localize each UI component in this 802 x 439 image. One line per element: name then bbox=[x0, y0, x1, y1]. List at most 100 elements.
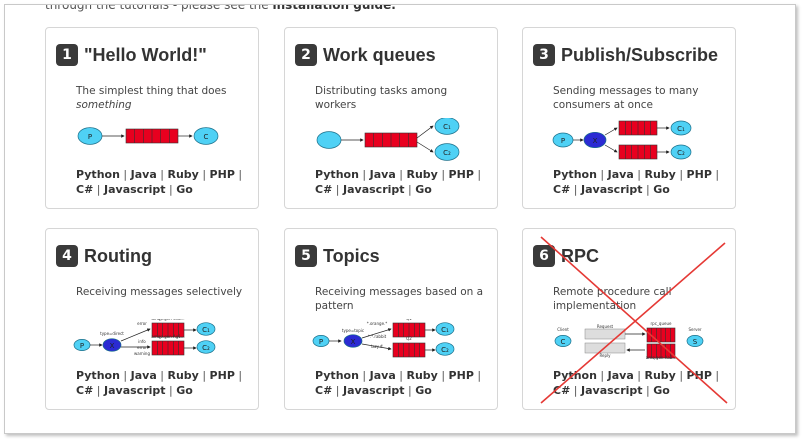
svg-text:amq.gen-Xa2...: amq.gen-Xa2... bbox=[646, 355, 677, 360]
installation-guide-link[interactable]: installation guide. bbox=[272, 4, 396, 12]
tutorial-diagram: PXtype=topic*.orange.**.*.rabbitlazy.#Q1… bbox=[311, 316, 471, 363]
svg-text:amqp.gen-S9b...: amqp.gen-S9b... bbox=[151, 319, 184, 321]
separator: | bbox=[335, 384, 340, 397]
lang-link-csharp[interactable]: C# bbox=[315, 183, 333, 196]
svg-text:type=topic: type=topic bbox=[342, 328, 364, 333]
lang-link-php[interactable]: PHP bbox=[448, 369, 474, 382]
separator: | bbox=[169, 384, 173, 397]
tutorial-title[interactable]: Routing bbox=[84, 245, 152, 266]
separator: | bbox=[238, 369, 243, 382]
lang-link-go[interactable]: Go bbox=[176, 384, 193, 397]
lang-link-ruby[interactable]: Ruby bbox=[406, 168, 438, 181]
lang-link-go[interactable]: Go bbox=[653, 384, 670, 397]
lang-link-javascript[interactable]: Javascript bbox=[343, 183, 405, 196]
lang-link-javascript[interactable]: Javascript bbox=[104, 384, 166, 397]
separator: | bbox=[715, 369, 720, 382]
lang-link-php[interactable]: PHP bbox=[209, 168, 235, 181]
lang-link-ruby[interactable]: Ruby bbox=[406, 369, 438, 382]
separator: | bbox=[441, 369, 446, 382]
lang-link-ruby[interactable]: Ruby bbox=[167, 168, 199, 181]
lang-link-python[interactable]: Python bbox=[76, 168, 120, 181]
tutorial-title[interactable]: Topics bbox=[323, 245, 380, 266]
lang-link-java[interactable]: Java bbox=[130, 168, 157, 181]
lang-link-csharp[interactable]: C# bbox=[553, 384, 571, 397]
svg-text:*.orange.*: *.orange.* bbox=[367, 321, 388, 326]
svg-text:P: P bbox=[88, 133, 92, 141]
lang-link-csharp[interactable]: C# bbox=[76, 183, 94, 196]
separator: | bbox=[202, 168, 207, 181]
lang-link-php[interactable]: PHP bbox=[686, 168, 712, 181]
lang-link-go[interactable]: Go bbox=[415, 384, 432, 397]
lang-link-javascript[interactable]: Javascript bbox=[581, 183, 643, 196]
lang-link-ruby[interactable]: Ruby bbox=[167, 369, 199, 382]
svg-text:Q2: Q2 bbox=[406, 336, 412, 341]
lang-link-csharp[interactable]: C# bbox=[315, 384, 333, 397]
separator: | bbox=[96, 384, 101, 397]
tutorial-title[interactable]: "Hello World!" bbox=[84, 44, 207, 65]
tutorial-card-2: 2 Work queues Distributing tasks among w… bbox=[284, 27, 498, 209]
svg-text:C₂: C₂ bbox=[443, 149, 451, 157]
lang-link-csharp[interactable]: C# bbox=[76, 384, 94, 397]
lang-link-java[interactable]: Java bbox=[369, 168, 396, 181]
svg-text:C₁: C₁ bbox=[202, 326, 210, 334]
lang-link-javascript[interactable]: Javascript bbox=[581, 384, 643, 397]
tutorial-number-badge: 1 bbox=[56, 44, 78, 66]
separator: | bbox=[637, 369, 641, 382]
svg-text:X: X bbox=[351, 338, 356, 346]
svg-text:P: P bbox=[319, 338, 323, 346]
lang-link-python[interactable]: Python bbox=[315, 369, 359, 382]
svg-text:C₁: C₁ bbox=[677, 125, 685, 133]
lang-link-java[interactable]: Java bbox=[369, 369, 396, 382]
lang-link-python[interactable]: Python bbox=[553, 168, 597, 181]
card-header: 6 RPC bbox=[533, 245, 599, 267]
lang-link-javascript[interactable]: Javascript bbox=[104, 183, 166, 196]
language-links: Python | Java | Ruby | PHP | C# | Javasc… bbox=[553, 368, 728, 398]
lang-link-go[interactable]: Go bbox=[653, 183, 670, 196]
lang-link-python[interactable]: Python bbox=[76, 369, 120, 382]
language-links: Python | Java | Ruby | PHP | C# | Javasc… bbox=[315, 368, 490, 398]
tutorial-description: Distributing tasks among workers bbox=[315, 85, 448, 111]
lang-link-python[interactable]: Python bbox=[315, 168, 359, 181]
separator: | bbox=[441, 168, 446, 181]
intro-text: through the tutorials - please see the i… bbox=[45, 4, 396, 12]
lang-link-csharp[interactable]: C# bbox=[553, 183, 571, 196]
lang-link-java[interactable]: Java bbox=[607, 369, 634, 382]
lang-link-php[interactable]: PHP bbox=[448, 168, 474, 181]
svg-text:Request: Request bbox=[597, 324, 614, 329]
tutorial-number-badge: 4 bbox=[56, 245, 78, 267]
tutorial-title[interactable]: Work queues bbox=[323, 44, 436, 65]
lang-link-ruby[interactable]: Ruby bbox=[644, 369, 676, 382]
tutorial-description: Receiving messages selectively bbox=[76, 286, 243, 298]
diagram-svg: PXtype=topic*.orange.**.*.rabbitlazy.#Q1… bbox=[312, 316, 455, 358]
svg-text:P: P bbox=[80, 342, 84, 350]
language-links: Python | Java | Ruby | PHP | C# | Javasc… bbox=[315, 167, 490, 197]
tutorial-title[interactable]: Publish/Subscribe bbox=[561, 44, 719, 65]
tutorial-title[interactable]: RPC bbox=[561, 245, 600, 266]
separator: | bbox=[399, 369, 403, 382]
lang-link-python[interactable]: Python bbox=[553, 369, 597, 382]
svg-text:info: info bbox=[138, 339, 146, 344]
separator: | bbox=[573, 384, 578, 397]
lang-link-go[interactable]: Go bbox=[415, 183, 432, 196]
svg-text:C₁: C₁ bbox=[441, 326, 449, 334]
card-header: 3 Publish/Subscribe bbox=[533, 44, 718, 66]
lang-link-go[interactable]: Go bbox=[176, 183, 193, 196]
lang-link-java[interactable]: Java bbox=[607, 168, 634, 181]
lang-link-javascript[interactable]: Javascript bbox=[343, 384, 405, 397]
separator: | bbox=[123, 168, 128, 181]
svg-text:type=direct: type=direct bbox=[100, 331, 124, 336]
lang-link-php[interactable]: PHP bbox=[209, 369, 235, 382]
card-header: 4 Routing bbox=[56, 245, 152, 267]
lang-link-java[interactable]: Java bbox=[130, 369, 157, 382]
screenshot-frame: through the tutorials - please see the i… bbox=[4, 4, 796, 434]
svg-text:warning: warning bbox=[134, 351, 150, 356]
lang-link-ruby[interactable]: Ruby bbox=[644, 168, 676, 181]
separator: | bbox=[573, 183, 578, 196]
separator: | bbox=[477, 168, 482, 181]
